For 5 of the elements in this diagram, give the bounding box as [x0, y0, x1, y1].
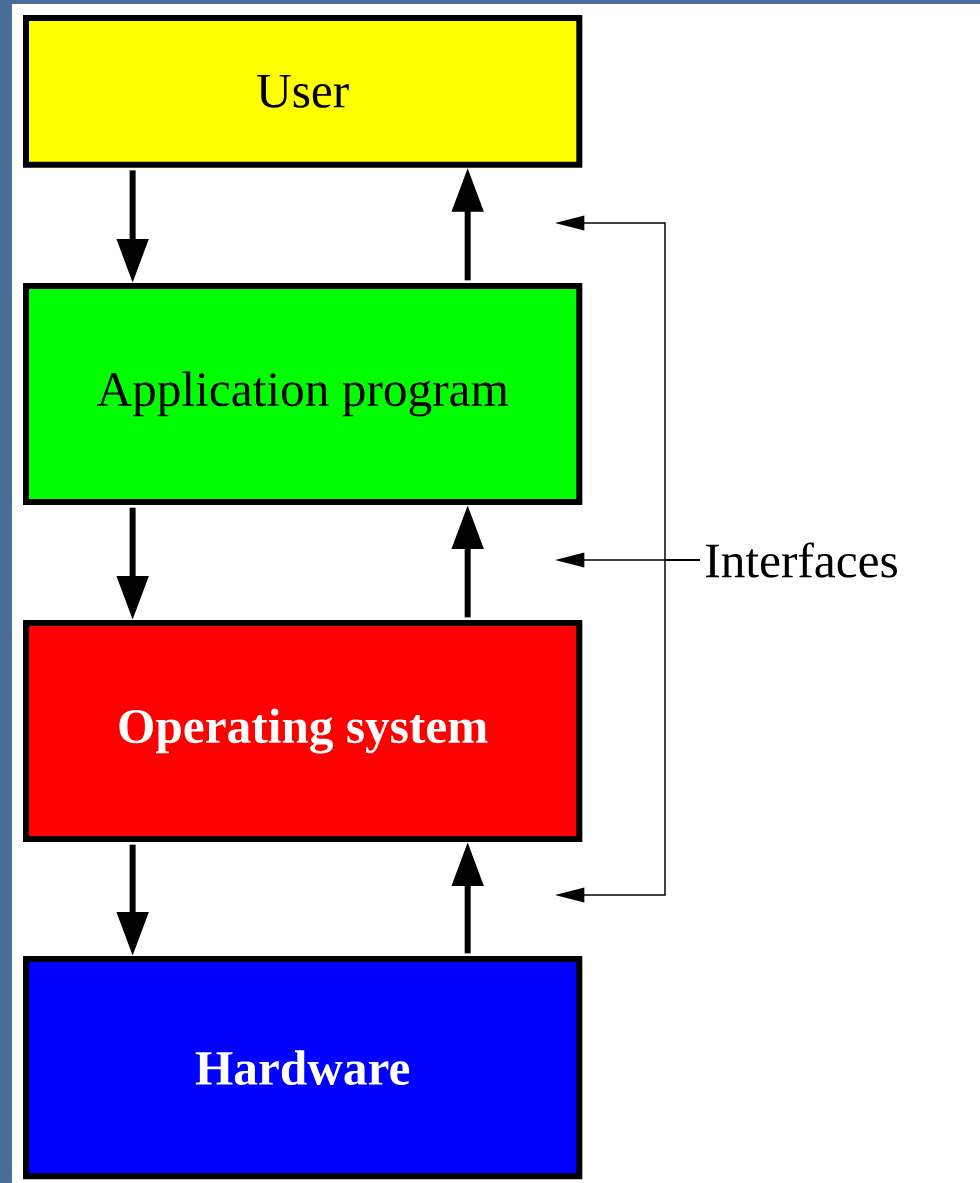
layer-box: Operating system [23, 620, 583, 842]
layer-box: Hardware [23, 956, 583, 1180]
layer-box: User [23, 15, 583, 168]
interface-label: Interfaces [706, 542, 897, 578]
layer-box: Application program [23, 283, 583, 505]
